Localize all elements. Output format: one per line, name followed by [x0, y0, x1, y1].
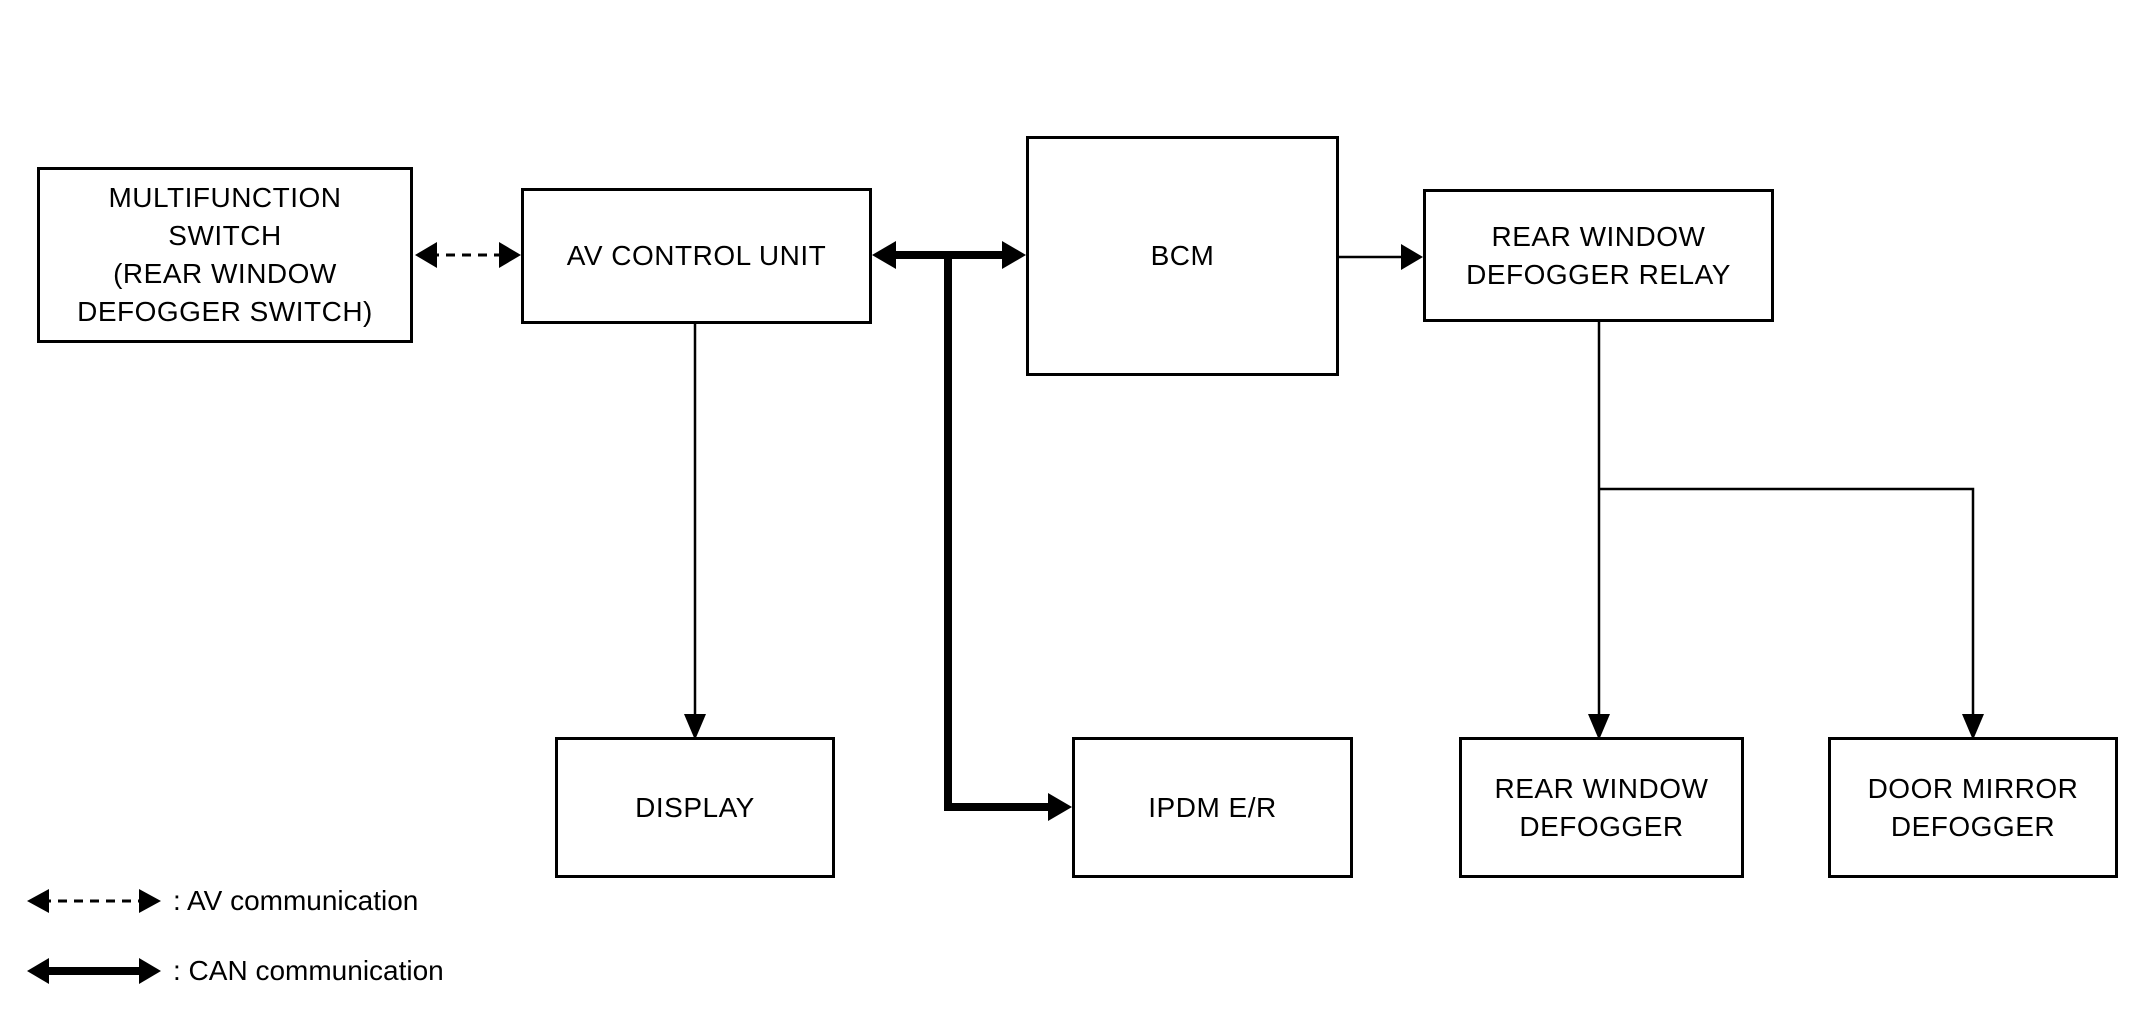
arrow-bcm-relay: [1339, 244, 1423, 270]
node-ipdm-er: IPDM E/R: [1072, 737, 1353, 878]
arrow-av-display: [684, 324, 706, 740]
node-av-control-unit-label: AV CONTROL UNIT: [566, 240, 827, 271]
legend-av-label: : AV communication: [173, 885, 419, 916]
legend-can-label: : CAN communication: [173, 955, 444, 986]
node-rear-window-defogger: REAR WINDOW DEFOGGER: [1459, 737, 1744, 878]
legend-can-arrow-icon: [27, 958, 161, 984]
node-display-label: DISPLAY: [635, 791, 755, 823]
node-av-control-unit: AV CONTROL UNIT: [521, 188, 872, 324]
can-arrow-av-bcm: [872, 241, 1026, 269]
node-multifunction-switch-label: MULTIFUNCTION SWITCH (REAR WINDOW DEFOGG…: [77, 182, 373, 327]
node-bcm-label: BCM: [1150, 240, 1215, 271]
node-multifunction-switch: MULTIFUNCTION SWITCH (REAR WINDOW DEFOGG…: [37, 167, 413, 343]
arrow-relay-rear-defogger: [1588, 322, 1610, 740]
node-bcm: BCM: [1026, 136, 1339, 376]
node-display: DISPLAY: [555, 737, 835, 878]
node-ipdm-er-label: IPDM E/R: [1148, 791, 1277, 823]
node-door-mirror-defogger: DOOR MIRROR DEFOGGER: [1828, 737, 2118, 878]
legend-can-communication: : CAN communication: [26, 956, 444, 986]
node-rear-window-defogger-relay-label: REAR WINDOW DEFOGGER RELAY: [1466, 220, 1731, 290]
legend-av-arrow-icon: [27, 889, 161, 913]
node-rear-window-defogger-relay: REAR WINDOW DEFOGGER RELAY: [1423, 189, 1774, 322]
av-comm-arrow: [415, 242, 521, 268]
node-rear-window-defogger-label: REAR WINDOW DEFOGGER: [1494, 772, 1709, 842]
legend-av-communication: : AV communication: [26, 886, 418, 916]
arrow-relay-door-mirror: [1599, 487, 1984, 740]
node-door-mirror-defogger-label: DOOR MIRROR DEFOGGER: [1867, 772, 2079, 842]
